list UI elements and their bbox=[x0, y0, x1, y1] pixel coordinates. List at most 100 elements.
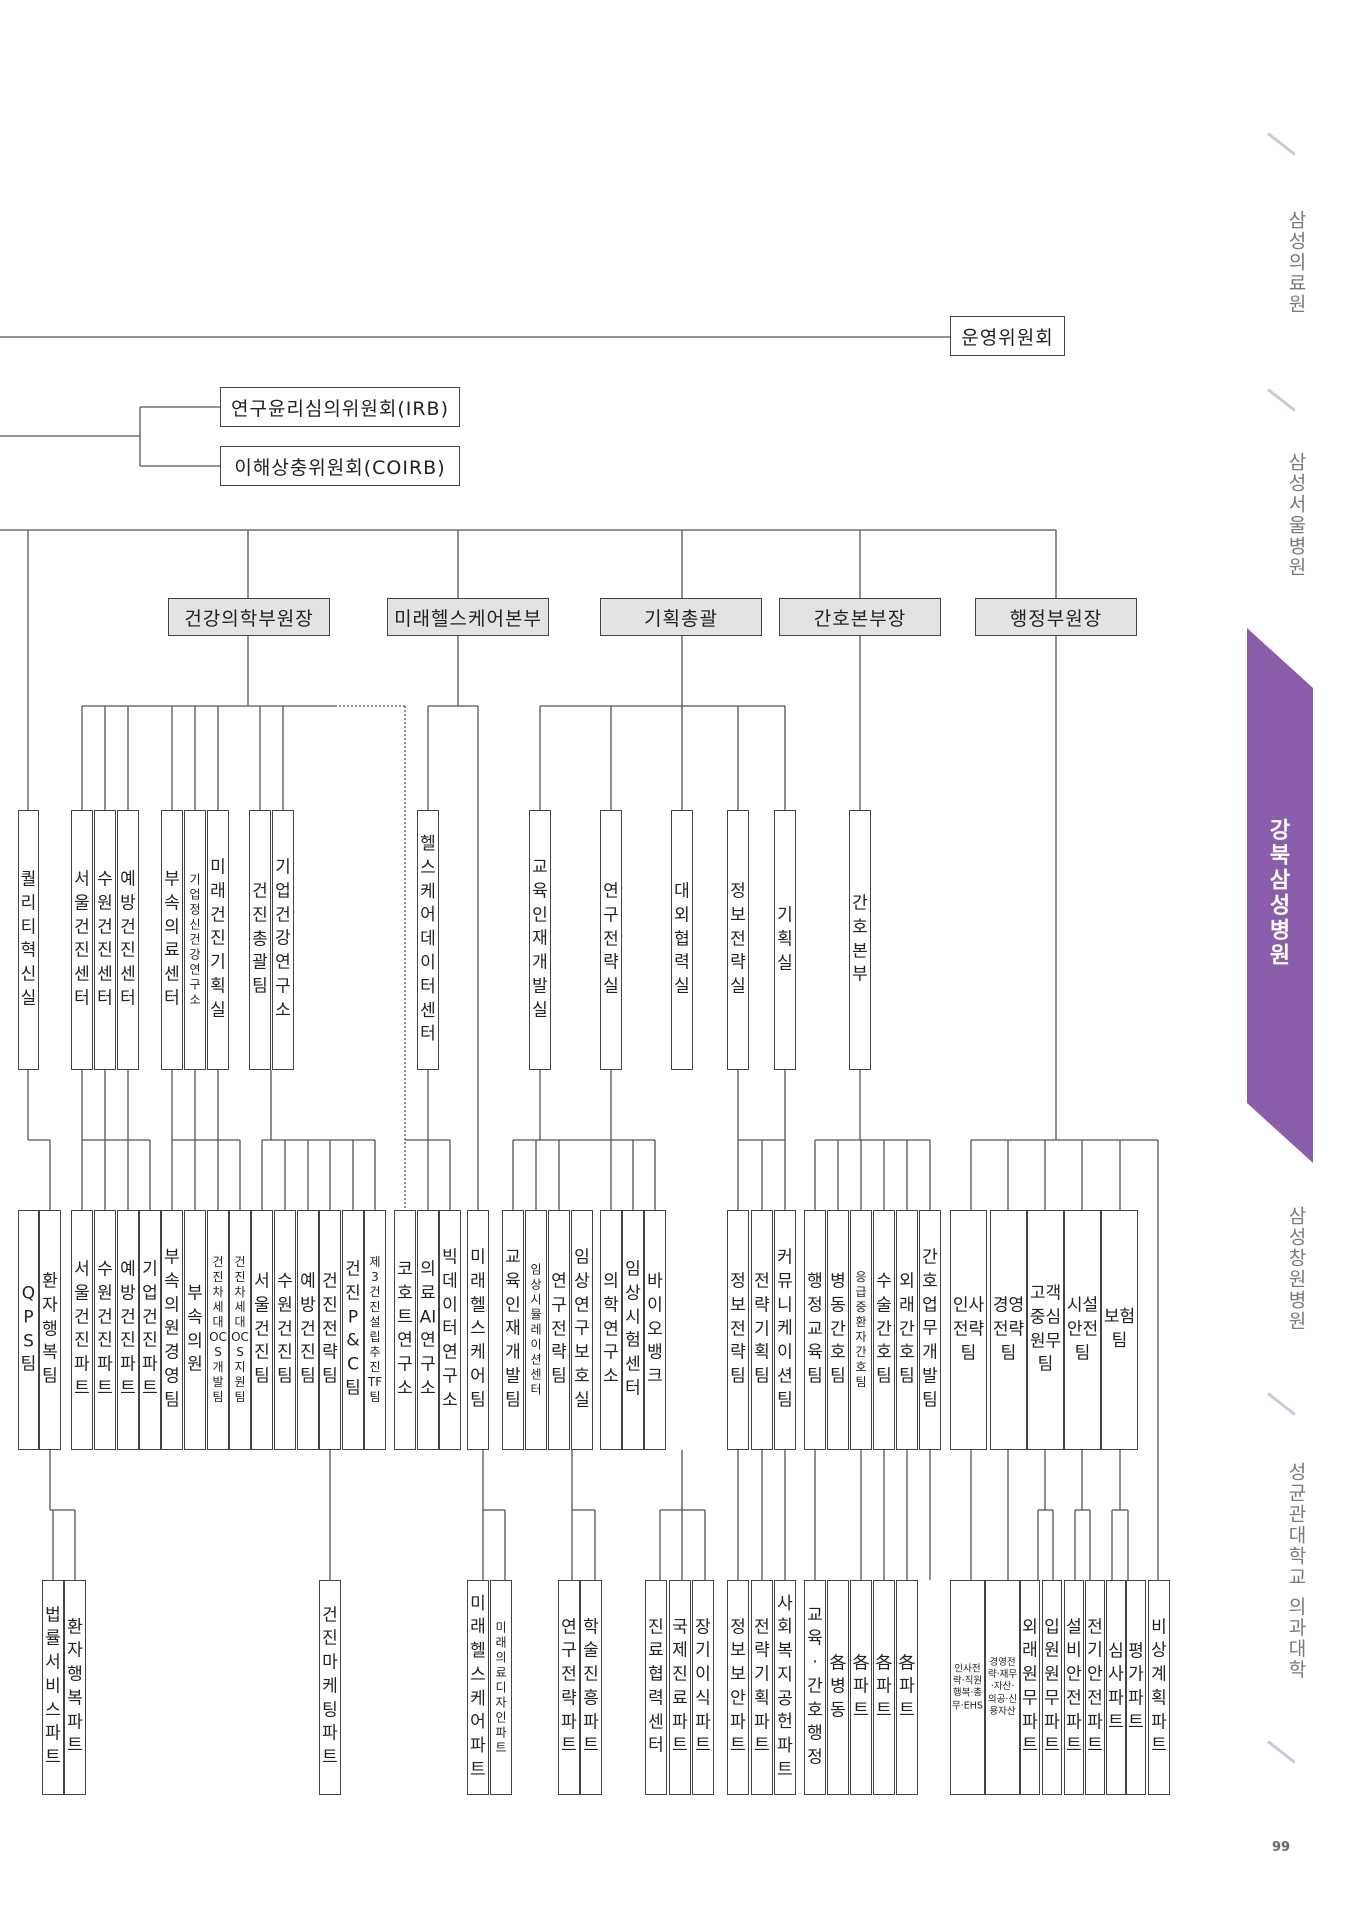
unit-box: 수원건진센터 bbox=[94, 810, 116, 1070]
part-box: 외래원무파트 bbox=[1020, 1580, 1040, 1795]
part-box: 인사전략·직원행복·총무·EHS bbox=[950, 1580, 985, 1795]
team-box: 간호업무개발팀 bbox=[919, 1210, 941, 1450]
part-box: 장기이식파트 bbox=[692, 1580, 714, 1795]
division-box-planning: 기획총괄 bbox=[600, 598, 762, 636]
team-box: 빅데이터연구소 bbox=[439, 1210, 461, 1450]
operation-committee-box: 운영위원회 bbox=[950, 316, 1065, 356]
part-box: 各병동 bbox=[827, 1580, 849, 1795]
team-box: 병동간호팀 bbox=[827, 1210, 849, 1450]
part-box: 경영전략·재무·자산·의공·신용자산 bbox=[985, 1580, 1020, 1795]
unit-box: 연구전략실 bbox=[600, 810, 622, 1070]
team-box: 의료AI연구소 bbox=[417, 1210, 439, 1450]
team-box: 예방건진파트 bbox=[117, 1210, 139, 1450]
part-box: 미래의료디자인파트 bbox=[490, 1580, 512, 1795]
part-box: 各파트 bbox=[873, 1580, 895, 1795]
part-box: 전략기획파트 bbox=[751, 1580, 773, 1795]
team-box: 경영전략팀 bbox=[990, 1210, 1027, 1450]
team-box: 서울건진팀 bbox=[251, 1210, 273, 1450]
irb-committee-box: 연구윤리심의위원회(IRB) bbox=[220, 387, 460, 427]
division-box-nursing: 간호본부장 bbox=[779, 598, 941, 636]
team-box: 부속의원경영팀 bbox=[161, 1210, 183, 1450]
part-box: 정보보안파트 bbox=[727, 1580, 749, 1795]
team-box: 기업건진파트 bbox=[139, 1210, 161, 1450]
part-box: 연구전략파트 bbox=[558, 1580, 580, 1795]
part-box: 비상계획파트 bbox=[1148, 1580, 1170, 1795]
part-box: 사회복지공헌파트 bbox=[774, 1580, 796, 1795]
sidebar-item-samsung-seoul-hospital[interactable]: 삼성서울병원 bbox=[1285, 452, 1307, 578]
team-box: 바이오뱅크 bbox=[644, 1210, 666, 1450]
unit-box: 기획실 bbox=[774, 810, 796, 1070]
team-box: QPS팀 bbox=[18, 1210, 39, 1450]
division-box-administration: 행정부원장 bbox=[975, 598, 1137, 636]
sidebar-active-label: 강북삼성병원 bbox=[1265, 818, 1290, 968]
unit-box: 부속의료센터 bbox=[161, 810, 183, 1070]
unit-box: 퀄리티혁신실 bbox=[18, 810, 39, 1070]
part-box: 심사파트 bbox=[1106, 1580, 1126, 1795]
division-box-future-healthcare: 미래헬스케어본부 bbox=[387, 598, 549, 636]
sidebar-item-samsung-medical-center[interactable]: 삼성의료원 bbox=[1285, 210, 1307, 315]
unit-box: 건진총괄팀 bbox=[249, 810, 271, 1070]
team-box: 부속의원 bbox=[184, 1210, 206, 1450]
team-box: 고객중심원무팀 bbox=[1027, 1210, 1064, 1450]
team-box: 환자행복팀 bbox=[39, 1210, 61, 1450]
team-box: 외래간호팀 bbox=[896, 1210, 918, 1450]
team-box: 연구전략팀 bbox=[548, 1210, 570, 1450]
team-box: 수원건진파트 bbox=[94, 1210, 116, 1450]
team-box: 전략기획팀 bbox=[751, 1210, 773, 1450]
part-box: 전기안전파트 bbox=[1085, 1580, 1105, 1795]
part-box: 학술진흥파트 bbox=[580, 1580, 602, 1795]
unit-box: 헬스케어데이터센터 bbox=[417, 810, 439, 1070]
unit-box: 서울건진센터 bbox=[71, 810, 93, 1070]
part-box: 환자행복파트 bbox=[64, 1580, 86, 1795]
part-box: 법률서비스파트 bbox=[42, 1580, 64, 1795]
team-box: 수술간호팀 bbox=[873, 1210, 895, 1450]
team-box: 수원건진팀 bbox=[274, 1210, 296, 1450]
part-box: 미래헬스케어파트 bbox=[467, 1580, 489, 1795]
team-box: 건진차세대OCS지원팀 bbox=[229, 1210, 251, 1450]
team-box: 건진P&C팀 bbox=[342, 1210, 364, 1450]
unit-box: 예방건진센터 bbox=[117, 810, 139, 1070]
unit-box: 기업건강연구소 bbox=[272, 810, 294, 1070]
sidebar-item-kangbuk-samsung-hospital[interactable]: 강북삼성병원 bbox=[1247, 628, 1313, 1163]
part-box: 교육·간호행정 bbox=[804, 1580, 826, 1795]
team-box: 예방건진팀 bbox=[297, 1210, 319, 1450]
part-box: 평가파트 bbox=[1126, 1580, 1146, 1795]
team-box: 정보전략팀 bbox=[727, 1210, 749, 1450]
part-box: 건진마케팅파트 bbox=[319, 1580, 341, 1795]
division-box-health-medicine: 건강의학부원장 bbox=[168, 598, 330, 636]
team-box: 보험팀 bbox=[1101, 1210, 1138, 1450]
team-box: 건진차세대OCS개발팀 bbox=[207, 1210, 229, 1450]
part-box: 국제진료파트 bbox=[669, 1580, 691, 1795]
team-box: 건진전략팀 bbox=[319, 1210, 341, 1450]
unit-box: 간호본부 bbox=[849, 810, 871, 1070]
part-box: 설비안전파트 bbox=[1064, 1580, 1084, 1795]
unit-box: 미래건진기획실 bbox=[207, 810, 229, 1070]
part-box: 各파트 bbox=[896, 1580, 918, 1795]
team-box: 교육인재개발팀 bbox=[502, 1210, 524, 1450]
coirb-committee-box: 이해상충위원회(COIRB) bbox=[220, 446, 460, 486]
unit-box: 교육인재개발실 bbox=[529, 810, 551, 1070]
unit-box: 기업정신건강연구소 bbox=[184, 810, 206, 1070]
unit-box: 대외협력실 bbox=[671, 810, 693, 1070]
team-box: 제3건진설립추진TF팀 bbox=[364, 1210, 386, 1450]
sidebar-item-samsung-changwon-hospital[interactable]: 삼성창원병원 bbox=[1285, 1206, 1307, 1332]
part-box: 진료협력센터 bbox=[645, 1580, 667, 1795]
team-box: 임상연구보호실 bbox=[571, 1210, 593, 1450]
part-box: 입원원무파트 bbox=[1042, 1580, 1062, 1795]
team-box: 응급중환자간호팀 bbox=[850, 1210, 872, 1450]
team-box: 코호트연구소 bbox=[394, 1210, 416, 1450]
unit-box: 정보전략실 bbox=[727, 810, 749, 1070]
sidebar-item-skku-medicine[interactable]: 성균관대학교 의과대학 bbox=[1285, 1462, 1307, 1681]
team-box: 미래헬스케어팀 bbox=[467, 1210, 489, 1450]
team-box: 인사전략팀 bbox=[950, 1210, 987, 1450]
page-number: 99 bbox=[1272, 1840, 1291, 1855]
team-box: 서울건진파트 bbox=[71, 1210, 93, 1450]
team-box: 시설안전팀 bbox=[1064, 1210, 1101, 1450]
part-box: 各파트 bbox=[850, 1580, 872, 1795]
team-box: 의학연구소 bbox=[600, 1210, 622, 1450]
team-box: 임상시험센터 bbox=[622, 1210, 644, 1450]
team-box: 커뮤니케이션팀 bbox=[774, 1210, 796, 1450]
team-box: 행정교육팀 bbox=[804, 1210, 826, 1450]
team-box: 임상시뮬레이션센터 bbox=[525, 1210, 547, 1450]
